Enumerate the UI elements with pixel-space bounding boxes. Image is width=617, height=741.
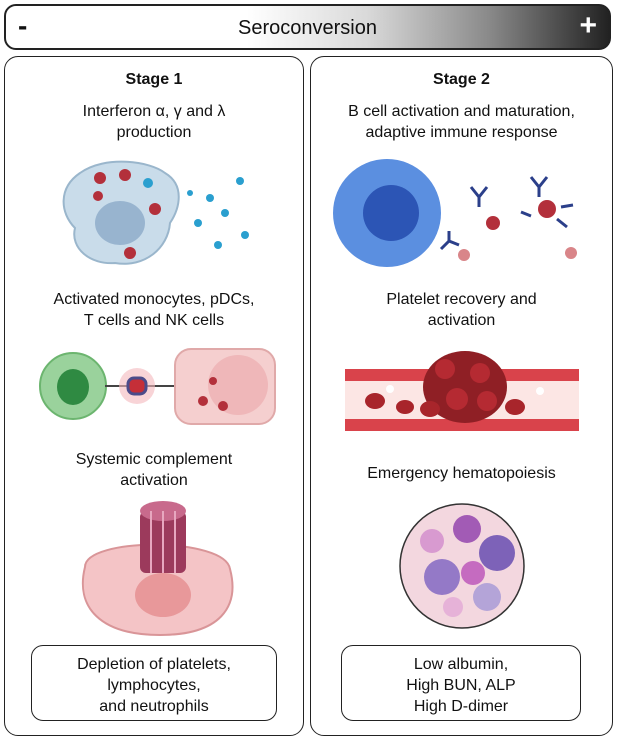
virus-particle xyxy=(94,172,106,184)
virus-particle xyxy=(124,247,136,259)
stage1-box-line2: lymphocytes, xyxy=(107,677,201,694)
immune-cell-nucleus xyxy=(57,369,89,405)
stage1-item2-line1: Activated monocytes, pDCs, xyxy=(53,291,255,308)
stage2-item3-line1: Emergency hematopoiesis xyxy=(367,465,556,482)
stage1-box-line1: Depletion of platelets, xyxy=(77,656,231,673)
virus-particle xyxy=(538,200,556,218)
receptor-complex xyxy=(126,376,148,396)
stage1-activated-cells-text: Activated monocytes, pDCs, T cells and N… xyxy=(5,289,303,331)
macrophage-interferon-illustration xyxy=(62,160,249,265)
red-blood-cell xyxy=(396,400,414,414)
antibody xyxy=(439,231,460,251)
red-blood-cell xyxy=(365,393,385,409)
stage1-item3-line2: activation xyxy=(120,472,188,489)
stage2-box-line2: High BUN, ALP xyxy=(406,677,516,694)
virus-particle xyxy=(93,191,103,201)
stage1-complement-text: Systemic complement activation xyxy=(5,449,303,491)
interferon-dot xyxy=(236,177,244,185)
stage1-item3-line1: Systemic complement xyxy=(75,451,233,468)
interferon-dot xyxy=(187,190,193,196)
immune-synapse-illustration xyxy=(39,348,276,425)
red-blood-cell xyxy=(505,399,525,415)
platelet xyxy=(386,385,394,393)
stage1-title: Stage 1 xyxy=(125,71,183,88)
virus-particle xyxy=(458,249,470,261)
virus-particle xyxy=(486,216,500,230)
stage1-item1-line1: Interferon α, γ and λ xyxy=(82,103,226,120)
virus-particle xyxy=(149,203,161,215)
stage1-interferon-text: Interferon α, γ and λ production xyxy=(5,101,303,143)
virus-particle xyxy=(218,401,228,411)
interferon-dot xyxy=(241,231,249,239)
marrow-cell xyxy=(443,597,463,617)
stage2-item1-line1: B cell activation and maturation, xyxy=(348,103,575,120)
interferon-dot xyxy=(194,219,202,227)
bone-marrow-illustration xyxy=(399,503,525,629)
stage2-panel: Stage 2 B cell activation and maturation… xyxy=(310,56,613,736)
seroconversion-banner: - Seroconversion + xyxy=(4,4,611,50)
red-blood-cell xyxy=(470,363,490,383)
marrow-cell xyxy=(420,529,444,553)
stage2-item1-line2: adaptive immune response xyxy=(365,124,558,141)
virus-particle xyxy=(565,247,577,259)
plus-sign: + xyxy=(579,9,597,42)
marrow-cell xyxy=(453,515,481,543)
stage2-item2-line2: activation xyxy=(427,312,496,329)
virus-particle xyxy=(119,169,131,181)
stage2-summary-box: Low albumin, High BUN, ALP High D-dimer xyxy=(341,645,581,721)
stage2-title: Stage 2 xyxy=(433,71,490,88)
blood-vessel-clot-illustration xyxy=(345,351,579,431)
marrow-cell xyxy=(473,583,501,611)
interferon-dot xyxy=(143,178,153,188)
antibody xyxy=(469,186,489,207)
red-blood-cell xyxy=(446,388,468,410)
stage2-platelet-text: Platelet recovery and activation xyxy=(311,289,612,331)
stage1-item2-line2: T cells and NK cells xyxy=(83,312,225,329)
red-blood-cell xyxy=(420,401,440,417)
antibody xyxy=(520,203,574,229)
target-cell-nucleus xyxy=(135,573,191,617)
antibody xyxy=(529,176,549,197)
stage2-bcell-text: B cell activation and maturation, adapti… xyxy=(311,101,612,143)
marrow-cell xyxy=(479,535,515,571)
bcell-antibody-illustration xyxy=(333,159,577,267)
infected-cell-nucleus xyxy=(208,355,268,415)
vessel-wall-bottom xyxy=(345,419,579,431)
marrow-cell xyxy=(461,561,485,585)
interferon-dot xyxy=(206,194,214,202)
platelet xyxy=(536,387,544,395)
stage2-hematopoiesis-text: Emergency hematopoiesis xyxy=(311,463,612,484)
stage2-box-line1: Low albumin, xyxy=(413,656,509,673)
red-blood-cell xyxy=(477,391,497,411)
stage1-summary-box: Depletion of platelets, lymphocytes, and… xyxy=(31,645,277,721)
complement-pore-illustration xyxy=(81,501,234,637)
marrow-cell xyxy=(424,559,460,595)
virus-particle xyxy=(198,396,208,406)
red-blood-cell xyxy=(435,359,455,379)
minus-sign: - xyxy=(18,10,28,41)
macrophage-nucleus xyxy=(95,201,145,245)
stage2-box-line3: High D-dimer xyxy=(413,698,509,715)
stage1-item1-line2: production xyxy=(116,124,192,141)
interferon-dot xyxy=(214,241,222,249)
stage1-box-line3: and neutrophils xyxy=(99,698,209,715)
virus-particle xyxy=(209,377,217,385)
b-cell-nucleus xyxy=(363,185,419,241)
stage1-panel: Stage 1 Interferon α, γ and λ production… xyxy=(4,56,304,736)
stage2-item2-line1: Platelet recovery and xyxy=(386,291,537,308)
interferon-dot xyxy=(221,209,229,217)
banner-title: Seroconversion xyxy=(238,17,377,39)
